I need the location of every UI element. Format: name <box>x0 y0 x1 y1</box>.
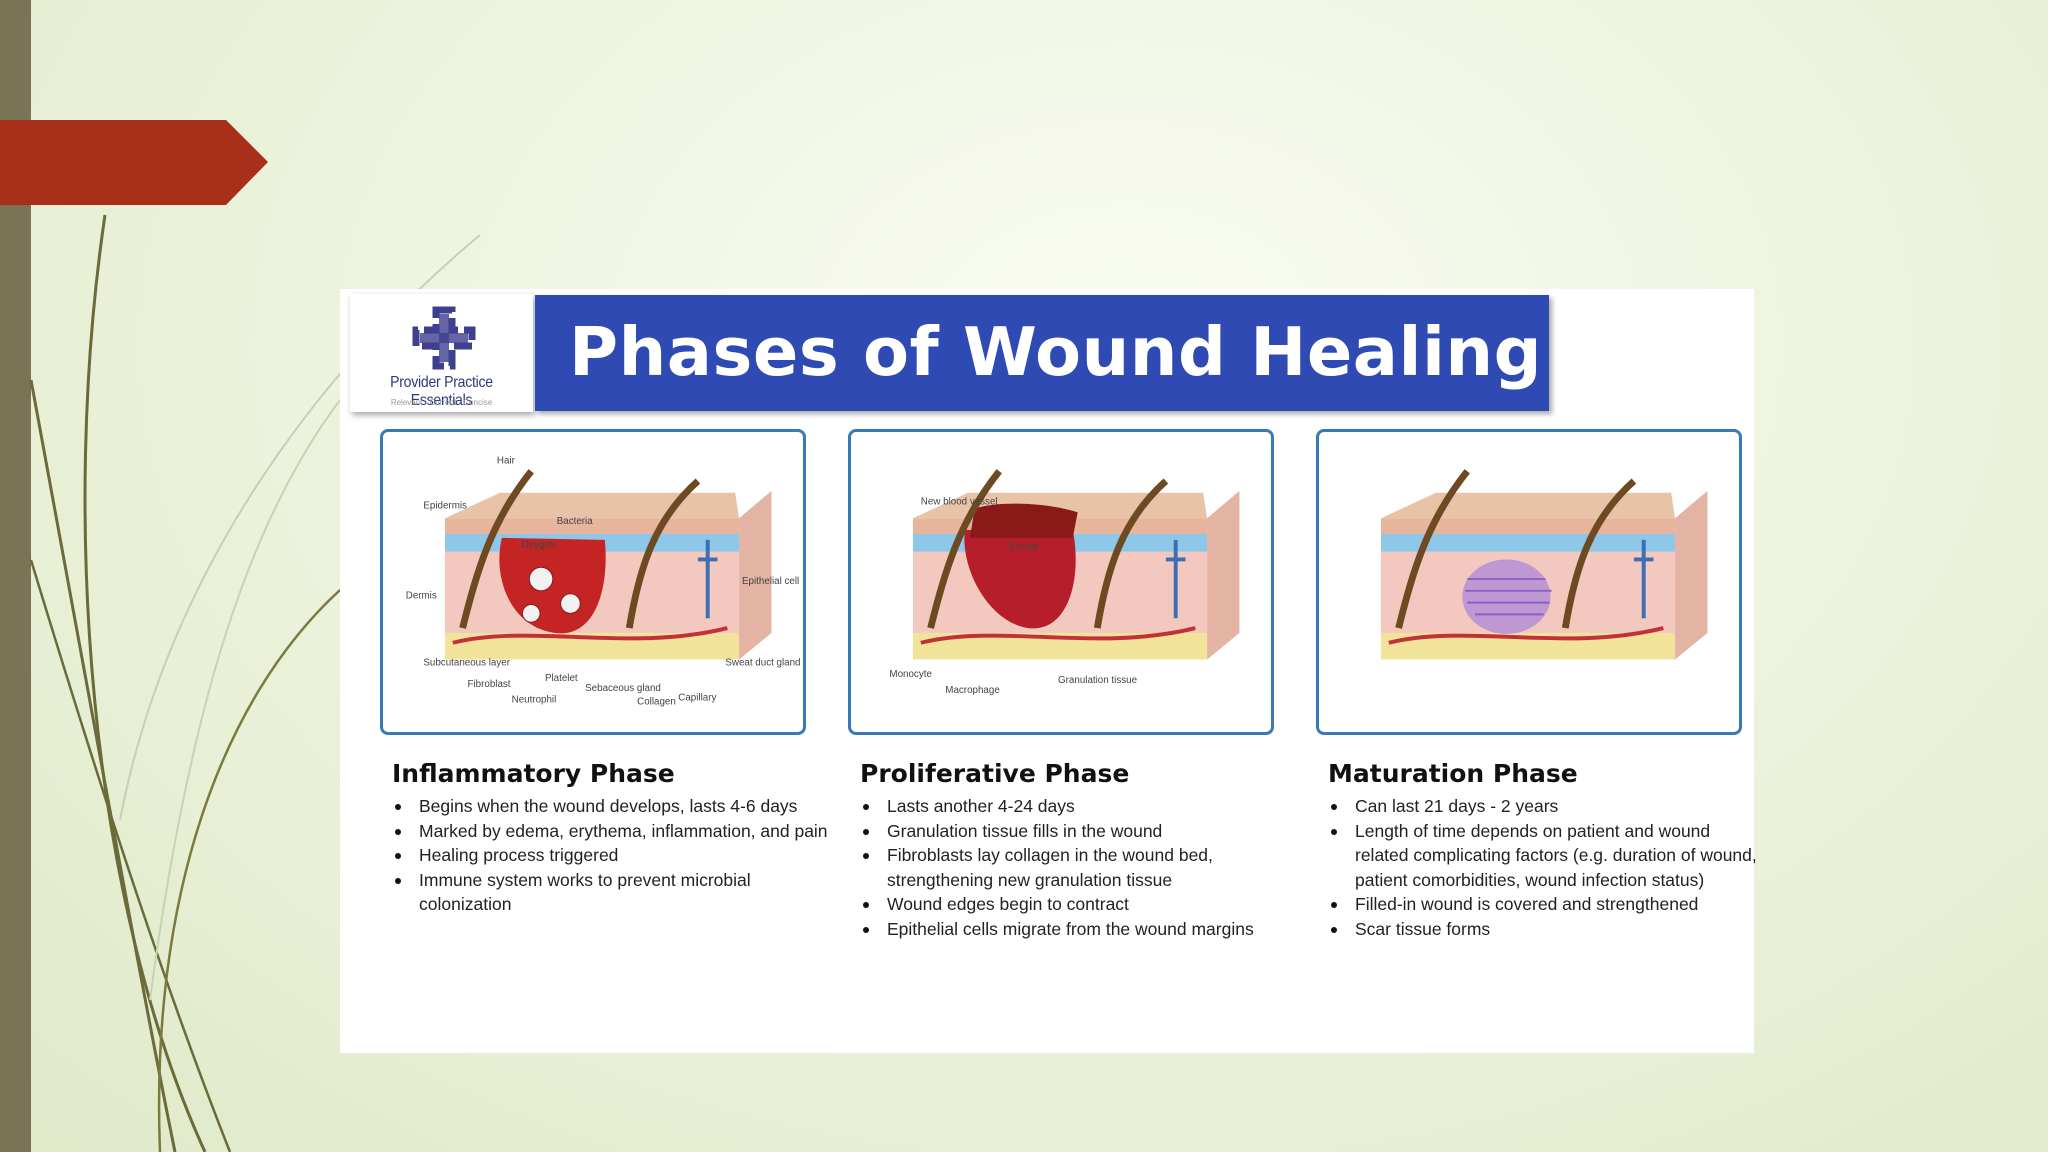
list-item: Scar tissue forms <box>1331 917 1768 942</box>
label-fibroblast: Fibroblast <box>468 679 511 690</box>
label-granulation: Granulation tissue <box>1058 675 1138 686</box>
list-item: Lasts another 4-24 days <box>863 794 1300 819</box>
title-banner: Phases of Wound Healing <box>535 295 1549 411</box>
label-new-vessel: New blood vessel <box>921 497 998 508</box>
label-neutrophil: Neutrophil <box>512 695 557 706</box>
label-sebaceous: Sebaceous gland <box>585 683 661 694</box>
logo-tagline: Relevant · Current · Concise <box>390 398 493 407</box>
label-monocyte: Monocyte <box>889 669 932 680</box>
phase-bullet-list: Can last 21 days - 2 years Length of tim… <box>1328 794 1768 941</box>
label-sweat-duct: Sweat duct gland <box>725 657 800 668</box>
list-item: Begins when the wound develops, lasts 4-… <box>395 794 832 819</box>
proliferative-phase-illustration: New blood vessel Eschar Monocyte Macroph… <box>848 429 1274 735</box>
list-item: Granulation tissue fills in the wound <box>863 819 1300 844</box>
label-platelet: Platelet <box>545 673 578 684</box>
list-item: Can last 21 days - 2 years <box>1331 794 1768 819</box>
label-oxygen: Oxygen <box>521 540 555 551</box>
list-item: Marked by edema, erythema, inflammation,… <box>395 819 832 844</box>
accent-arrow-shape <box>0 120 268 205</box>
list-item: Fibroblasts lay collagen in the wound be… <box>863 843 1300 892</box>
label-subcutaneous: Subcutaneous layer <box>423 657 510 668</box>
skin-cross-section-icon: New blood vessel Eschar Monocyte Macroph… <box>889 469 1240 696</box>
label-epidermis: Epidermis <box>423 500 467 511</box>
list-item: Epithelial cells migrate from the wound … <box>863 917 1300 942</box>
skin-cross-section-icon <box>1380 469 1708 660</box>
proliferative-phase-section: Proliferative Phase Lasts another 4-24 d… <box>860 759 1300 941</box>
skin-cross-section-icon: Hair Epidermis Bacteria Oxygen Dermis Ep… <box>406 455 801 708</box>
label-epithelial-cell: Epithelial cell <box>742 576 799 587</box>
wound-healing-infographic: Provider Practice Essentials Relevant · … <box>340 289 1757 1053</box>
label-eschar: Eschar <box>1009 542 1040 553</box>
list-item: Wound edges begin to contract <box>863 892 1300 917</box>
maturation-phase-section: Maturation Phase Can last 21 days - 2 ye… <box>1328 759 1768 941</box>
phase-bullet-list: Begins when the wound develops, lasts 4-… <box>392 794 832 917</box>
label-capillary: Capillary <box>678 693 716 704</box>
label-dermis: Dermis <box>406 591 437 602</box>
inflammatory-phase-illustration: Hair Epidermis Bacteria Oxygen Dermis Ep… <box>380 429 806 735</box>
list-item: Healing process triggered <box>395 843 832 868</box>
logo-name: Provider Practice Essentials <box>390 374 493 409</box>
list-item: Length of time depends on patient and wo… <box>1331 819 1768 893</box>
page-title: Phases of Wound Healing <box>569 313 1543 391</box>
label-bacteria: Bacteria <box>557 516 593 527</box>
decorative-stems <box>29 214 481 1152</box>
maturation-phase-illustration <box>1316 429 1742 735</box>
list-item: Filled-in wound is covered and strengthe… <box>1331 892 1768 917</box>
phase-title: Inflammatory Phase <box>392 759 675 788</box>
phase-title: Maturation Phase <box>1328 759 1578 788</box>
phase-title: Proliferative Phase <box>860 759 1130 788</box>
list-item: Immune system works to prevent microbial… <box>395 868 832 917</box>
label-macrophage: Macrophage <box>945 685 1000 696</box>
medical-cross-icon <box>412 306 476 370</box>
label-collagen: Collagen <box>637 697 676 708</box>
phase-bullet-list: Lasts another 4-24 days Granulation tiss… <box>860 794 1300 941</box>
label-hair: Hair <box>497 455 516 466</box>
logo: Provider Practice Essentials Relevant · … <box>350 294 533 412</box>
inflammatory-phase-section: Inflammatory Phase Begins when the wound… <box>392 759 832 917</box>
